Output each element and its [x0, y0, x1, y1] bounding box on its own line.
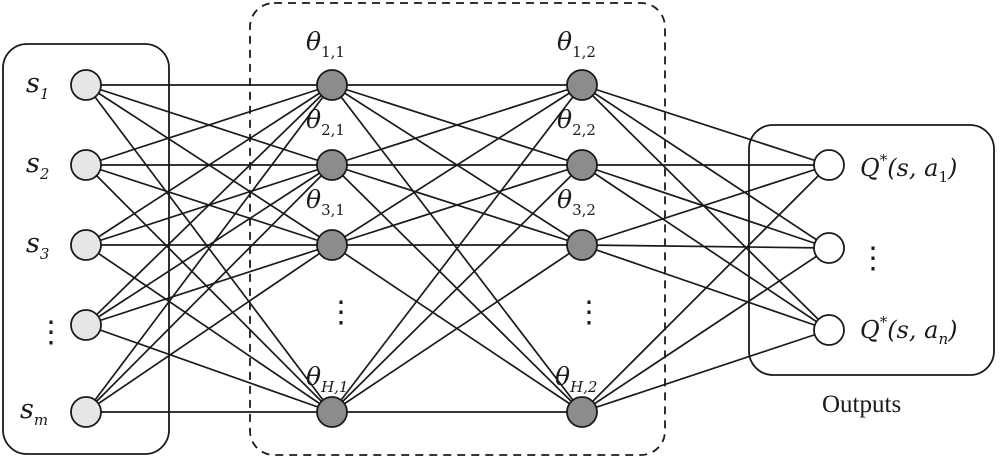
theta-2-1-label: θ2,1: [306, 105, 345, 139]
input-node-3: [70, 229, 102, 261]
connections: [85, 84, 830, 413]
hidden-layers-box: [249, 2, 666, 456]
edge-input-2-to-hidden1-1: [85, 84, 333, 166]
theta-2-2-label: θ2,2: [557, 105, 596, 139]
input-node-5: [70, 396, 102, 428]
edge-hidden2-3-to-output-2: [581, 244, 830, 249]
edge-hidden1-2-to-hidden2-1: [331, 84, 583, 166]
theta-1-1-label: θ1,1: [306, 27, 345, 61]
input-node-2: [70, 149, 102, 181]
edge-hidden1-3-to-hidden2-2: [331, 164, 583, 246]
output-label-q-a1: Q*(s, a1): [860, 151, 957, 186]
output-ellipsis: ⋮: [858, 241, 888, 276]
input-ellipsis: ⋮: [36, 315, 66, 350]
edge-hidden2-2-to-output-2: [581, 164, 830, 249]
input-node-4: [70, 309, 102, 341]
neurons: [70, 69, 845, 428]
hidden1-node-3: [316, 229, 348, 261]
edge-hidden2-3-to-output-1: [581, 164, 830, 246]
edge-input-4-to-hidden1-1: [85, 84, 333, 326]
output-node-3: [813, 314, 845, 346]
theta-1-2-label: θ1,2: [557, 27, 596, 61]
edge-hidden1-4-to-hidden2-2: [331, 164, 583, 413]
input-label-s3: s3: [26, 228, 49, 263]
hidden1-node-1: [316, 69, 348, 101]
edge-input-3-to-hidden1-1: [85, 84, 333, 246]
hidden1-ellipsis: ⋮: [326, 295, 356, 330]
input-label-sm: sm: [20, 394, 48, 429]
edge-input-5-to-hidden1-2: [85, 164, 333, 413]
edge-hidden1-4-to-hidden2-3: [331, 244, 583, 413]
hidden1-labels: θ1,1 θ2,1 θ3,1 ⋮ θH,1: [306, 27, 356, 396]
edge-hidden1-4-to-hidden2-1: [331, 84, 583, 413]
hidden2-ellipsis: ⋮: [574, 295, 604, 330]
edge-hidden2-4-to-output-2: [581, 247, 830, 413]
hidden2-node-2: [566, 149, 598, 181]
hidden1-node-4: [316, 396, 348, 428]
output-node-2: [813, 232, 845, 264]
output-labels: Q*(s, a1) ⋮ Q*(s, an): [858, 151, 957, 348]
theta-3-1-label: θ3,1: [306, 185, 345, 219]
edge-hidden2-4-to-output-1: [581, 164, 830, 413]
input-labels: s1 s2 s3 ⋮ sm: [20, 68, 66, 429]
edge-input-4-to-hidden1-4: [85, 324, 333, 413]
edge-hidden2-4-to-output-3: [581, 329, 830, 413]
theta-H-2-label: θH,2: [555, 362, 597, 396]
edge-hidden2-2-to-output-3: [581, 164, 830, 331]
edge-hidden2-1-to-output-2: [581, 84, 830, 249]
theta-H-1-label: θH,1: [306, 362, 348, 396]
edge-input-5-to-hidden1-1: [85, 84, 333, 413]
theta-3-2-label: θ3,2: [557, 185, 596, 219]
edge-input-5-to-hidden1-3: [85, 244, 333, 413]
hidden2-labels: θ1,2 θ2,2 θ3,2 ⋮ θH,2: [555, 27, 604, 396]
edge-hidden2-1-to-output-3: [581, 84, 830, 331]
edge-hidden1-3-to-hidden2-1: [331, 84, 583, 246]
output-node-1: [813, 149, 845, 181]
hidden1-node-2: [316, 149, 348, 181]
hidden2-node-3: [566, 229, 598, 261]
input-node-1: [70, 69, 102, 101]
output-label-q-an: Q*(s, an): [860, 313, 957, 348]
hidden2-node-4: [566, 396, 598, 428]
edge-input-4-to-hidden1-3: [85, 244, 333, 326]
edge-input-4-to-hidden1-2: [85, 164, 333, 326]
outputs-caption: Outputs: [822, 391, 901, 418]
input-label-s1: s1: [26, 68, 49, 103]
hidden2-node-1: [566, 69, 598, 101]
edge-hidden2-1-to-output-1: [581, 84, 830, 166]
input-label-s2: s2: [26, 148, 49, 183]
